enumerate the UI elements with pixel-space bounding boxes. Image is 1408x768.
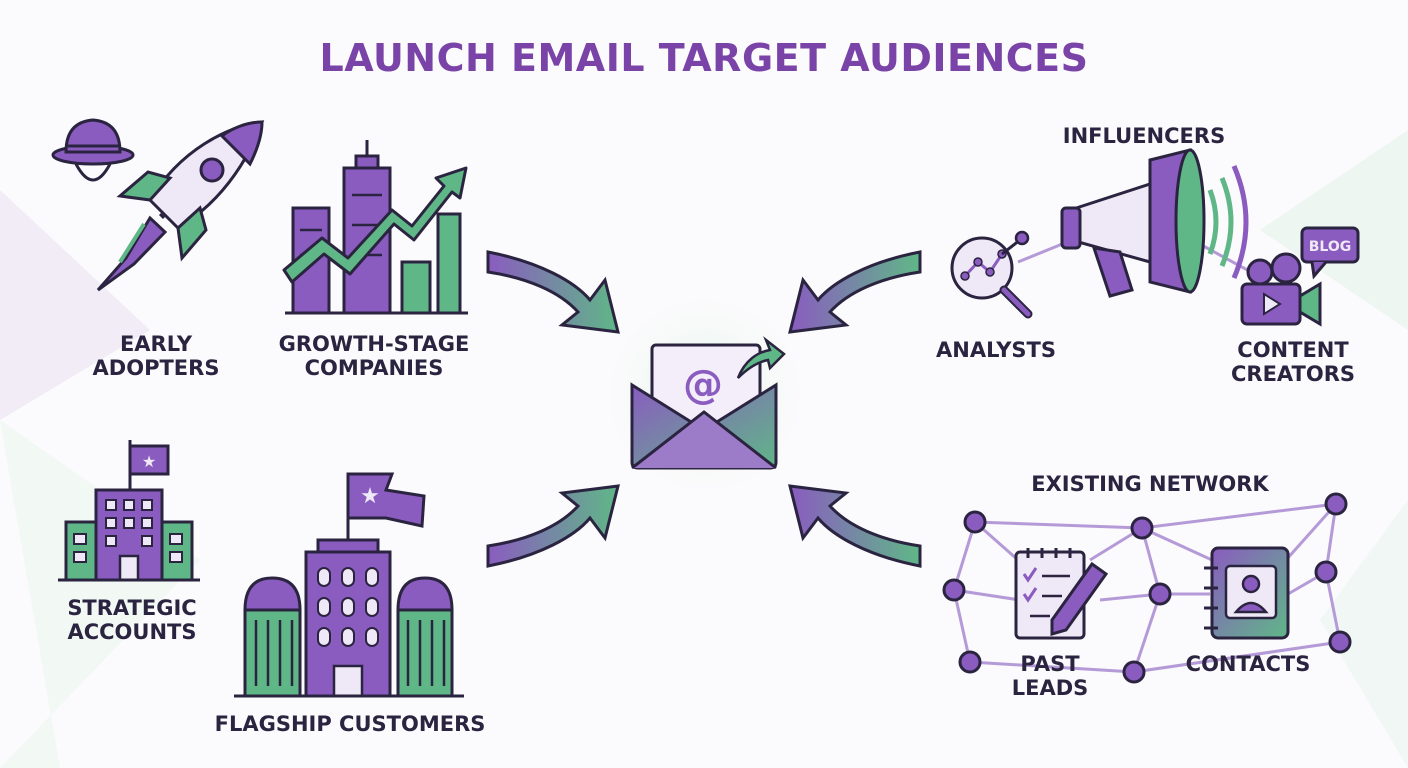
early-adopters-line1: EARLY [119,332,193,356]
flagship-campus-icon: ★ [234,472,464,698]
email-envelope-icon: @ [595,285,815,505]
label-early-adopters: EARLY ADOPTERS [78,332,234,380]
label-analysts: ANALYSTS [936,338,1056,362]
label-contacts: CONTACTS [1185,652,1311,676]
label-past-leads: PAST LEADS [1000,652,1100,700]
svg-text:★: ★ [142,452,156,471]
label-flagship-customers: FLAGSHIP CUSTOMERS [214,712,486,736]
address-book-icon [1204,546,1290,640]
analytics-magnifier-icon [950,230,1033,319]
past-leads-line2: LEADS [1011,676,1089,700]
arrow-bottom-left [486,484,620,568]
explorer-hat-icon [51,118,135,182]
past-leads-line1: PAST [1020,652,1080,676]
svg-text:@: @ [683,362,723,408]
notepad-pencil-icon [1014,548,1109,640]
trend-arrow-icon [282,166,468,284]
rocket-icon [96,120,265,292]
label-influencers: INFLUENCERS [1062,124,1226,148]
arrow-top-right [788,250,922,334]
label-content-creators: CONTENT CREATORS [1218,338,1368,386]
growth-stage-line2: COMPANIES [304,356,444,380]
megaphone-icon [1060,148,1249,298]
page-title: LAUNCH EMAIL TARGET AUDIENCES [319,36,1089,80]
growth-stage-line1: GROWTH-STAGE [278,332,470,356]
label-strategic-accounts: STRATEGIC ACCOUNTS [54,596,210,644]
strategic-accounts-line1: STRATEGIC [67,596,197,620]
blog-tag: BLOG [1309,239,1352,255]
content-creators-line2: CREATORS [1230,362,1356,386]
label-existing-network: EXISTING NETWORK [1031,472,1269,496]
svg-text:★: ★ [360,484,380,509]
blog-bubble-icon: BLOG [1300,226,1360,280]
content-creators-line1: CONTENT [1237,338,1349,362]
network-graph-icon [942,492,1352,684]
growth-buildings-icon [285,140,468,315]
flag-office-icon: ★ [58,440,200,582]
video-camera-icon [1240,252,1322,327]
arrow-top-left [486,250,620,334]
arrow-bottom-right [788,484,922,568]
label-growth-stage: GROWTH-STAGE COMPANIES [274,332,474,380]
strategic-accounts-line2: ACCOUNTS [67,620,197,644]
early-adopters-line2: ADOPTERS [92,356,220,380]
